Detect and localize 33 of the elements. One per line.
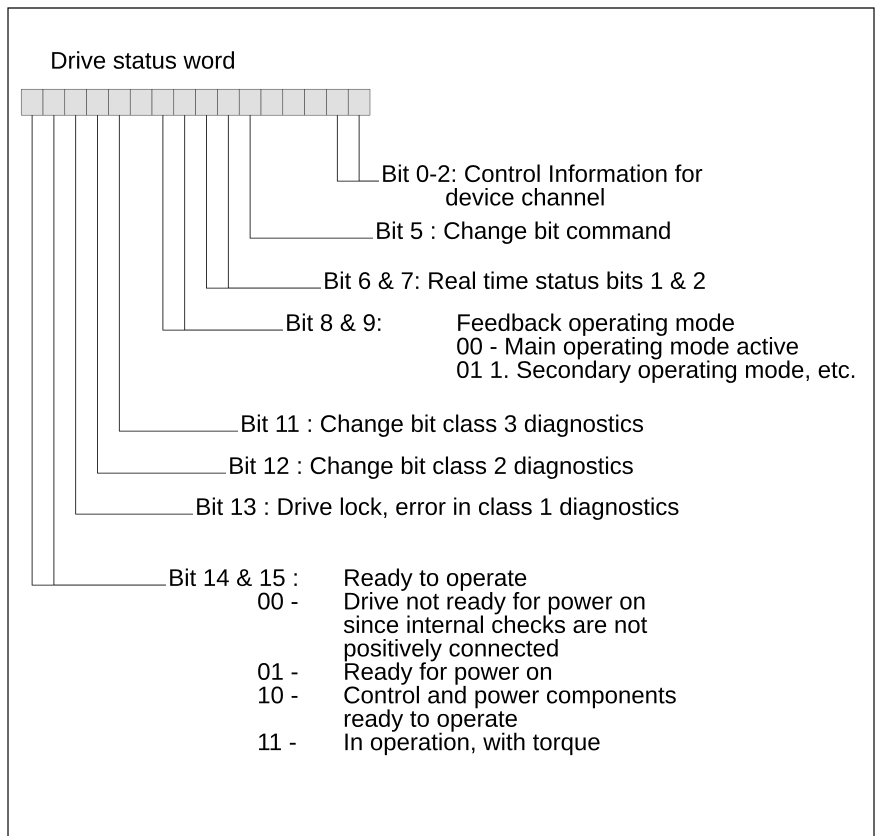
bit-description: Bit 0-2: Control Information for device channel <box>383 164 702 206</box>
bit-cell <box>86 89 109 116</box>
bit-cell <box>348 89 370 116</box>
bit-description: Bit 11 : Change bit class 3 diagnostics <box>242 414 644 437</box>
bit-description: Bit 6 & 7: Real time status bits 1 & 2 <box>325 272 705 290</box>
bit-cell <box>152 89 174 116</box>
leader-line <box>228 115 322 288</box>
bit-cell <box>239 89 262 116</box>
leader-line <box>184 115 284 330</box>
leader-line <box>118 115 238 432</box>
bit-cell <box>260 89 283 116</box>
bit-cell <box>217 89 240 116</box>
bit-cell <box>304 89 327 116</box>
bit-cell <box>282 89 305 116</box>
bit-cell <box>195 89 218 116</box>
bit-cell <box>42 89 65 116</box>
leader-line <box>97 115 226 474</box>
leader-line <box>75 115 194 514</box>
diagram-title: Drive status word <box>52 51 234 69</box>
bit-description: Bit 12 : Change bit class 2 diagnostics <box>230 456 633 479</box>
bit-cell <box>64 89 87 116</box>
bit-description: Bit 5 : Change bit command <box>377 222 670 244</box>
leader-line <box>358 115 380 182</box>
bit-cell <box>174 89 196 116</box>
bit-description: Bit 14 & 15 : Ready to operate 00 - Drive not ready for power on since internal checks are not positively connected 01 - Ready for power on 10 - Control and power components ready to operate 11 - In operation, with torque <box>170 568 676 756</box>
bit-description: Bit 13 : Drive lock, error in class 1 diagnostics <box>197 498 678 520</box>
leader-line <box>54 115 166 586</box>
leader-line <box>250 115 374 238</box>
bit-description: Bit 8 & 9: Feedback operating mode 00 - Main operating mode active 01 1. Secondary operating mode, etc. <box>287 314 854 383</box>
bit-cell <box>326 89 348 116</box>
bit-cell <box>21 89 44 116</box>
bit-cell <box>130 89 152 116</box>
bit-cell <box>108 89 130 116</box>
